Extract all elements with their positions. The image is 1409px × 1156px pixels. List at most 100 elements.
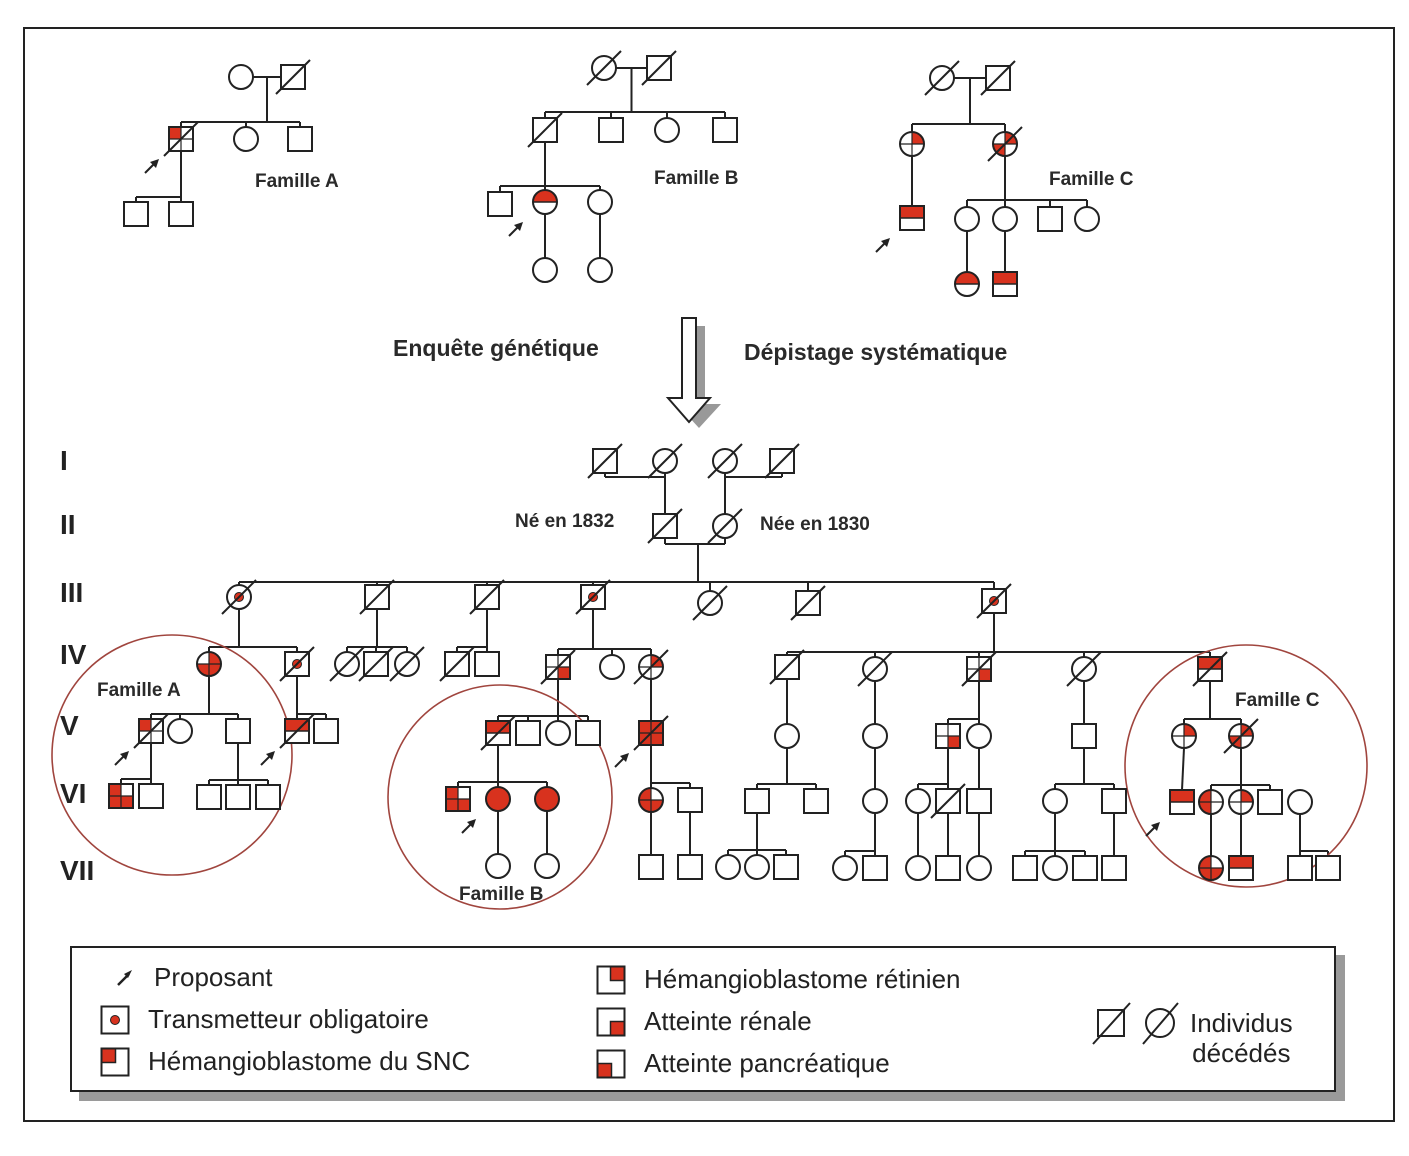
individual-a4-female: [233, 126, 259, 152]
individual-c5-male: [899, 205, 925, 231]
carrier-square-icon: [100, 1005, 130, 1034]
individual-VII14-male: [1101, 855, 1127, 881]
individual-VI7-female: [485, 786, 511, 812]
individual-VI11-male: [744, 788, 770, 814]
legend-label-decedes-line1: Individus: [1190, 1008, 1293, 1038]
trait-top-half: [1229, 856, 1253, 868]
individual-V17-female: [1223, 718, 1259, 754]
legend-label-decedes-line2: décédés: [1192, 1038, 1291, 1068]
individual-VI17-female: [1042, 788, 1068, 814]
individual-V6-male: [480, 715, 516, 751]
individual-IV6-male: [439, 646, 475, 682]
individual-V11-female: [774, 723, 800, 749]
individual-V12-female: [862, 723, 888, 749]
generation-label-2: II: [60, 509, 76, 540]
generation-label-1: I: [60, 445, 68, 476]
individual-VI1-male: [108, 783, 134, 809]
individual-c3-female: [899, 131, 925, 157]
individual-IV15-male: [1192, 651, 1228, 687]
deceased-slash: [961, 651, 997, 687]
deceased-slash: [647, 443, 683, 479]
legend-label-transmetteur: Transmetteur obligatoire: [148, 1004, 429, 1034]
individual-V14-female: [966, 723, 992, 749]
individual-VII12-female: [1042, 855, 1068, 881]
individual-VII19-male: [1287, 855, 1313, 881]
individual-VII4-male: [638, 854, 664, 880]
trait-pancreatique: [109, 796, 121, 808]
deceased-slash: [633, 649, 669, 685]
trait-snc: [639, 721, 651, 733]
deceased-slash: [163, 121, 199, 157]
individual-III1-female: [221, 579, 257, 615]
individual-IV5-female: [389, 646, 425, 682]
individual-VII8-female: [905, 855, 931, 881]
individual-c11-male: [992, 271, 1018, 297]
individual-VII3-male: [773, 854, 799, 880]
deceased-slash: [647, 508, 683, 544]
deceased-slash: [587, 443, 623, 479]
deceased-slash: [857, 651, 893, 687]
individual-VI14-female: [905, 788, 931, 814]
individual-b1-female: [586, 50, 622, 86]
individual-VII5-male: [677, 854, 703, 880]
deceased-slash: [133, 713, 169, 749]
deceased-slash: [527, 112, 563, 148]
label-ne-1832: Né en 1832: [515, 511, 614, 532]
individual-VI20-female: [1198, 789, 1224, 815]
proband-arrow-icon: [114, 751, 129, 766]
individual-a5-male: [287, 126, 313, 152]
legend-item-pancreatique: Atteinte pancréatique: [596, 1048, 890, 1079]
label-famille-c-top: Famille C: [1049, 169, 1134, 190]
legend-item-retinien: Hémangioblastome rétinien: [596, 964, 961, 995]
individual-b8-female: [532, 189, 558, 215]
individual-III4-male: [575, 579, 611, 615]
deceased-slash: [480, 715, 516, 751]
trait-snc: [109, 784, 121, 796]
individual-VI9-female: [638, 787, 664, 813]
label-nee-1830: Née en 1830: [760, 514, 870, 535]
individual-a1-female: [228, 64, 254, 90]
individual-VII20-male: [1315, 855, 1341, 881]
trait-snc: [139, 719, 151, 731]
generation-label-7: VII: [60, 855, 94, 886]
individual-VII2-female: [744, 854, 770, 880]
legend-label-retinien: Hémangioblastome rétinien: [644, 964, 961, 994]
individual-VI8-female: [534, 786, 560, 812]
legend: Proposant Transmetteur obligatoire Héman…: [70, 946, 1336, 1092]
deceased-slash: [389, 646, 425, 682]
legend-label-renale: Atteinte rénale: [644, 1006, 812, 1036]
individual-IV11-male: [769, 649, 805, 685]
individual-VI19-male: [1169, 789, 1195, 815]
deceased-slash: [358, 646, 394, 682]
individual-c8-male: [1037, 206, 1063, 232]
individual-IV7-male: [474, 651, 500, 677]
deceased-slash: [980, 60, 1016, 96]
individual-a3-male: [163, 121, 199, 157]
individual-III2-male: [359, 579, 395, 615]
deceased-slash: [707, 508, 743, 544]
deceased-slash: [641, 50, 677, 86]
individual-II1-male: [647, 508, 683, 544]
figure-frame: [23, 27, 1395, 1122]
individual-c7-female: [992, 206, 1018, 232]
generation-label-5: V: [60, 710, 79, 741]
individual-b5-female: [654, 117, 680, 143]
deceased-slash: [790, 585, 826, 621]
individual-VII15-female: [485, 853, 511, 879]
legend-item-proposant: Proposant: [114, 962, 273, 993]
individual-c4-female: [987, 126, 1023, 162]
deceased-slash: [586, 50, 622, 86]
individual-a7-male: [168, 201, 194, 227]
cns-hemangioblastoma-icon: [100, 1047, 130, 1076]
deceased-slash: [329, 646, 365, 682]
individual-III6-male: [790, 585, 826, 621]
trait-top-half: [486, 721, 510, 733]
legend-item-snc: Hémangioblastome du SNC: [100, 1046, 470, 1077]
trait-renale: [558, 667, 570, 679]
trait-top-half: [1198, 657, 1222, 669]
deceased-slash: [279, 646, 315, 682]
individual-VII9-male: [935, 855, 961, 881]
deceased-slash: [221, 579, 257, 615]
proband-arrows: [114, 159, 1160, 837]
famille-c-circle: [1124, 644, 1368, 888]
